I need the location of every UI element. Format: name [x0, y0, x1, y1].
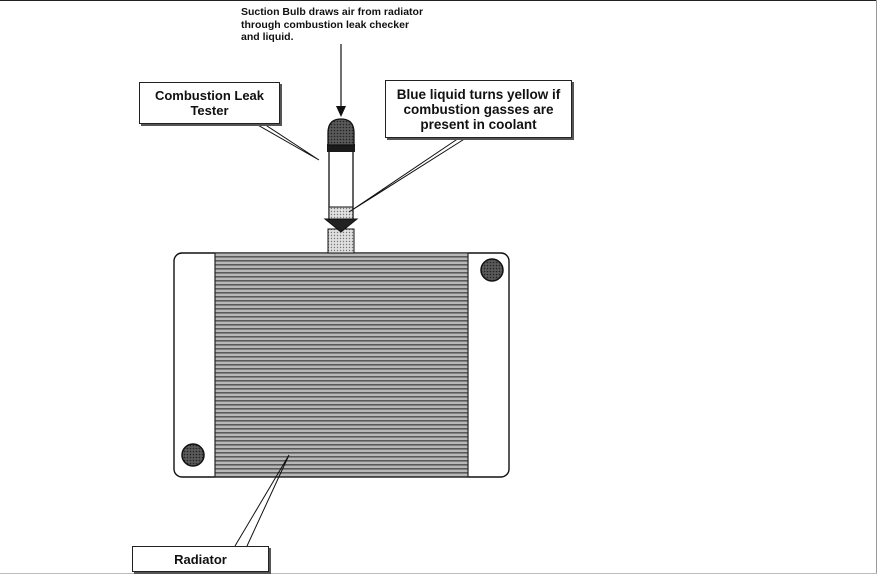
suction-bulb-note: Suction Bulb draws air from radiator thr… — [241, 6, 424, 43]
combustion-leak-tester-label: Combustion Leak Tester — [139, 82, 280, 124]
suction-arrow — [336, 44, 346, 117]
radiator-bolt-top — [480, 258, 504, 282]
blue-liquid-label: Blue liquid turns yellow if combustion g… — [385, 80, 572, 138]
radiator-label: Radiator — [132, 546, 269, 572]
top-border-line — [0, 0, 877, 1]
radiator-bolt-bottom — [181, 443, 205, 467]
combustion-leak-tester — [323, 118, 359, 254]
leader-lines — [234, 123, 467, 547]
radiator — [173, 252, 510, 478]
